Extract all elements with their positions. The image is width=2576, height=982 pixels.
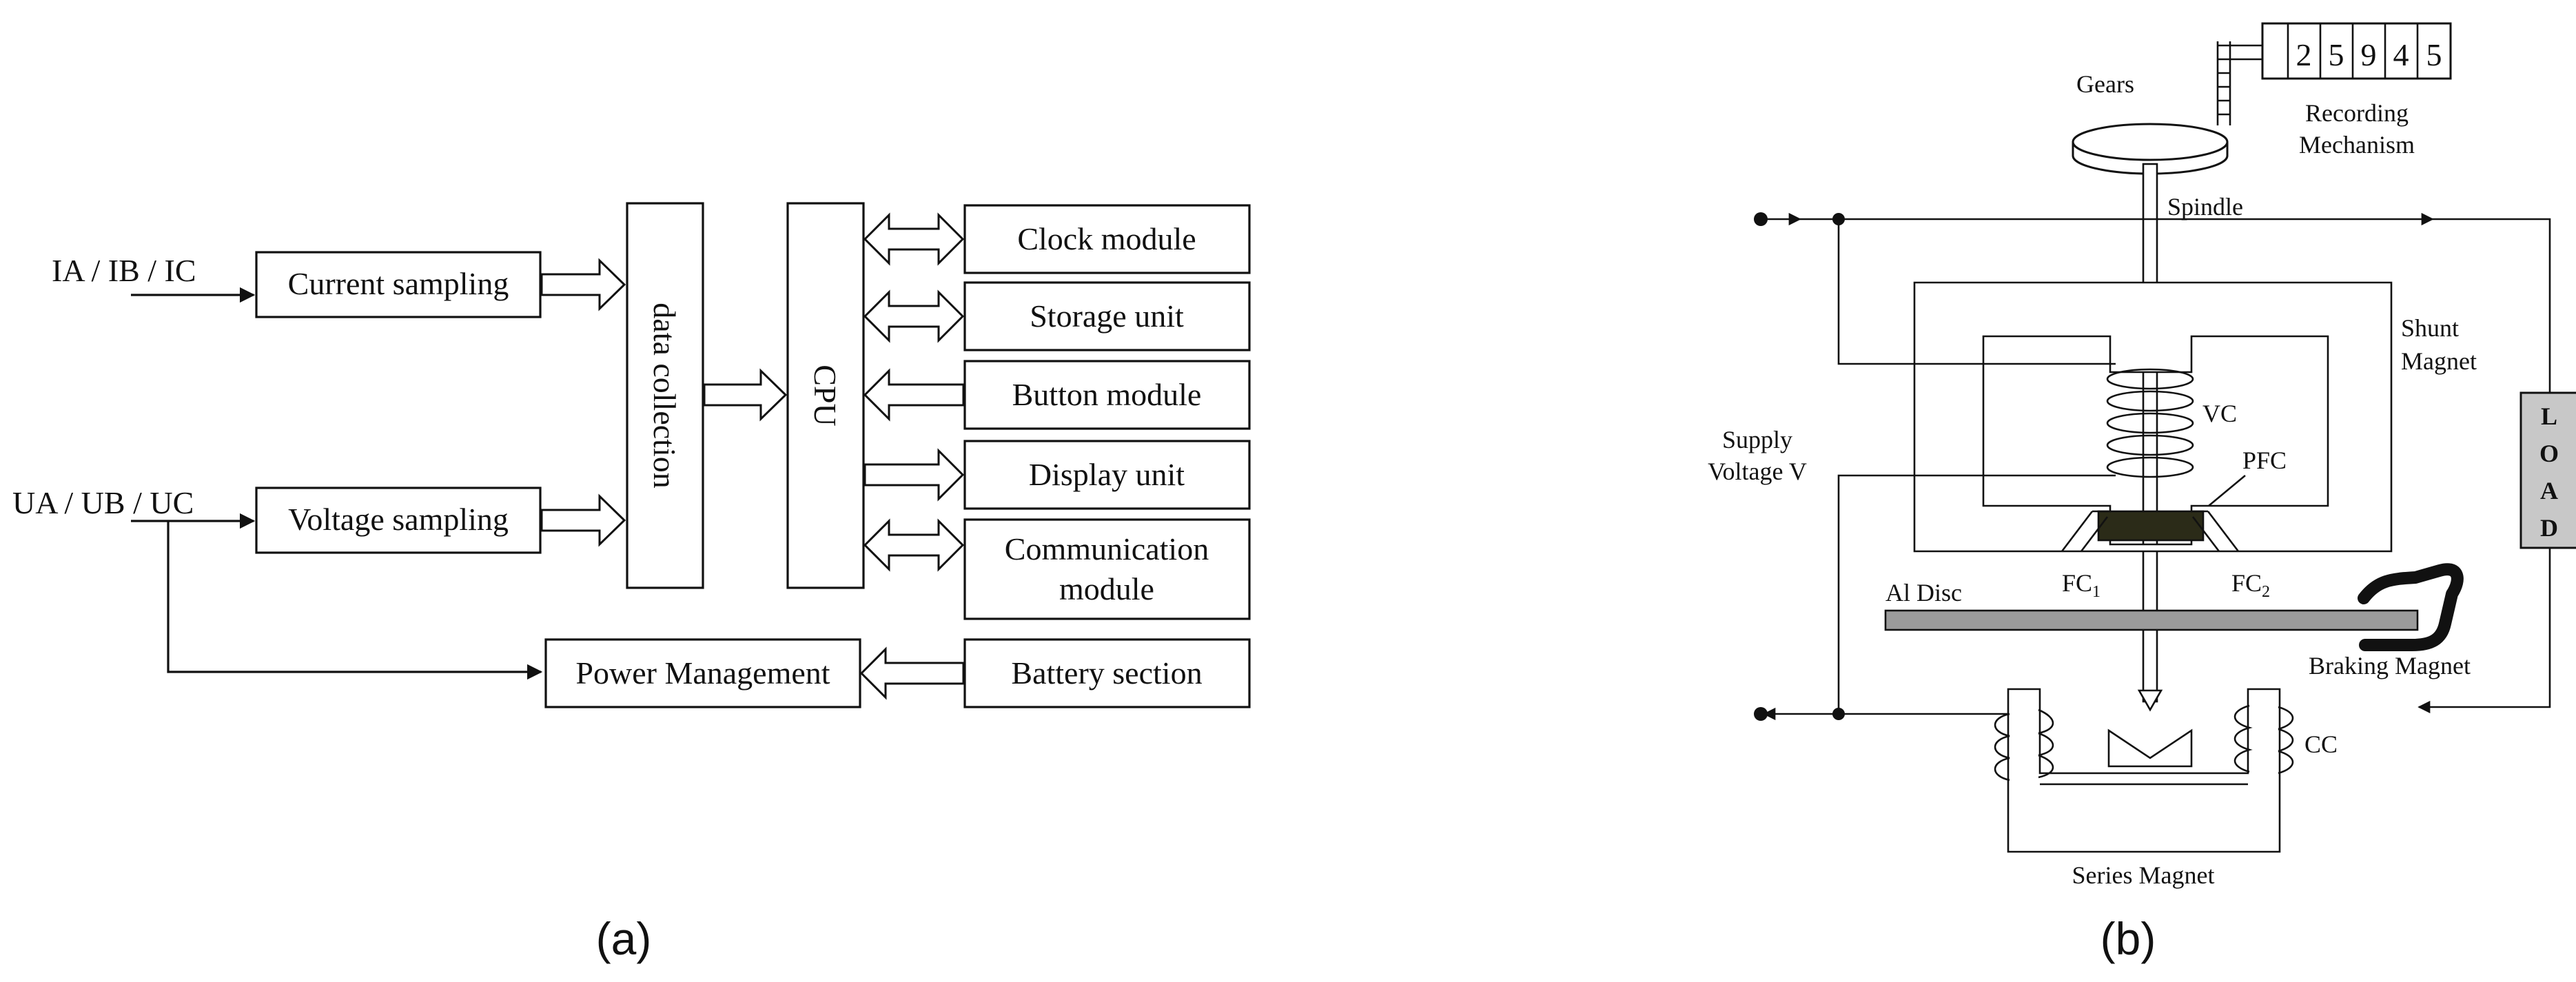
shunt-label-line2: Magnet [2401,347,2477,375]
cpu-label: CPU [808,365,843,426]
arrow-cpu-clock [863,212,965,266]
storage-unit-label: Storage unit [1030,298,1184,334]
voltage-coil [2106,368,2194,478]
caption-b: (b) [2100,913,2156,964]
arrow-cpu-storage [863,289,965,343]
current-sampling-block [255,251,542,318]
series-pole [2107,728,2193,768]
power-management-block [544,638,861,708]
load-letter: L [2541,402,2557,430]
counter-digit: 5 [2426,37,2442,72]
arrow-collection-to-cpu [703,368,788,422]
panel-b: 2 5 9 4 5 Gears Recording Mechanism Spin… [1708,22,2576,964]
line-from-load [2417,548,2551,714]
arrow-button-to-cpu [863,368,965,422]
cpu-block [786,202,865,589]
gears-label: Gears [2076,70,2134,98]
pfc-label: PFC [2242,447,2287,474]
load-box [2519,391,2576,549]
gear-disc [2072,123,2229,175]
caption-a: (a) [596,913,652,964]
supply-voltage-line1: Supply [1722,426,1792,453]
load-letter: D [2540,514,2558,542]
series-magnet-label: Series Magnet [2072,861,2215,889]
load-letter: A [2540,477,2558,504]
button-module-label: Button module [1012,377,1202,412]
clock-module-block [963,204,1251,274]
fc2-label: FC2 [2231,569,2270,601]
braking-magnet-label: Braking Magnet [2309,652,2471,679]
voltage-sampling-label: Voltage sampling [288,502,509,537]
counter-digit: 9 [2361,37,2377,72]
data-collection-block [626,202,704,589]
battery-section-label: Battery section [1011,655,1202,691]
communication-module-block [963,518,1251,620]
voltage-inputs-label: UA / UB / UC [12,485,194,520]
spindle-tip [2137,689,2163,712]
current-coil-left [1994,708,2054,781]
panel-a: IA / IB / IC UA / UB / UC Current sampli… [12,202,1251,964]
fc1-label: FC1 [2062,569,2100,601]
vc-label: VC [2202,400,2237,427]
arrow-cpu-communication [863,518,965,572]
line-to-load [2433,218,2551,407]
power-management-label: Power Management [575,655,830,691]
series-magnet [2007,688,2281,853]
data-collection-label: data collection [647,303,682,489]
shunt-wire-bottom [1837,474,2116,714]
display-unit-block [963,440,1251,510]
recording-label-line1: Recording [2305,99,2409,127]
arrow-current-to-collection [540,258,626,311]
fc2-hatch [2191,510,2240,552]
pfc-pointer [2208,474,2246,507]
communication-label-line1: Communication [1005,531,1209,566]
shunt-label-line1: Shunt [2401,314,2459,342]
display-unit-label: Display unit [1029,457,1185,492]
storage-unit-block [963,281,1251,351]
recording-label-line2: Mechanism [2299,131,2415,158]
clock-module-label: Clock module [1017,221,1196,256]
shunt-magnet [1913,281,2393,553]
counter-digit: 4 [2393,37,2409,72]
arrow-battery-to-power [859,646,965,700]
battery-section-block [963,638,1251,708]
voltage-sampling-block [255,487,542,554]
gear-rack [2216,41,2262,125]
cc-label: CC [2304,730,2338,758]
counter-frame [2261,22,2452,80]
counter-digit: 2 [2296,37,2312,72]
braking-magnet [2358,563,2464,651]
pfc-band [2097,510,2205,542]
current-sampling-label: Current sampling [288,266,509,301]
arrow-cpu-to-display [863,448,965,502]
current-coil-right [2233,704,2294,775]
voltage-to-power-line [167,521,543,680]
load-letter: O [2539,440,2559,467]
shunt-wire-top [1837,219,2116,365]
counter-digit: 5 [2329,37,2344,72]
arrow-voltage-to-collection [540,493,626,547]
spindle-label: Spindle [2167,193,2243,221]
supply-voltage-line2: Voltage V [1708,458,1807,485]
al-disc-label: Al Disc [1885,579,1962,606]
fc1-hatch [2061,510,2109,552]
al-disc [1884,609,2419,631]
button-module-block [963,360,1251,430]
current-inputs-label: IA / IB / IC [52,253,196,288]
communication-label-line2: module [1059,571,1154,606]
